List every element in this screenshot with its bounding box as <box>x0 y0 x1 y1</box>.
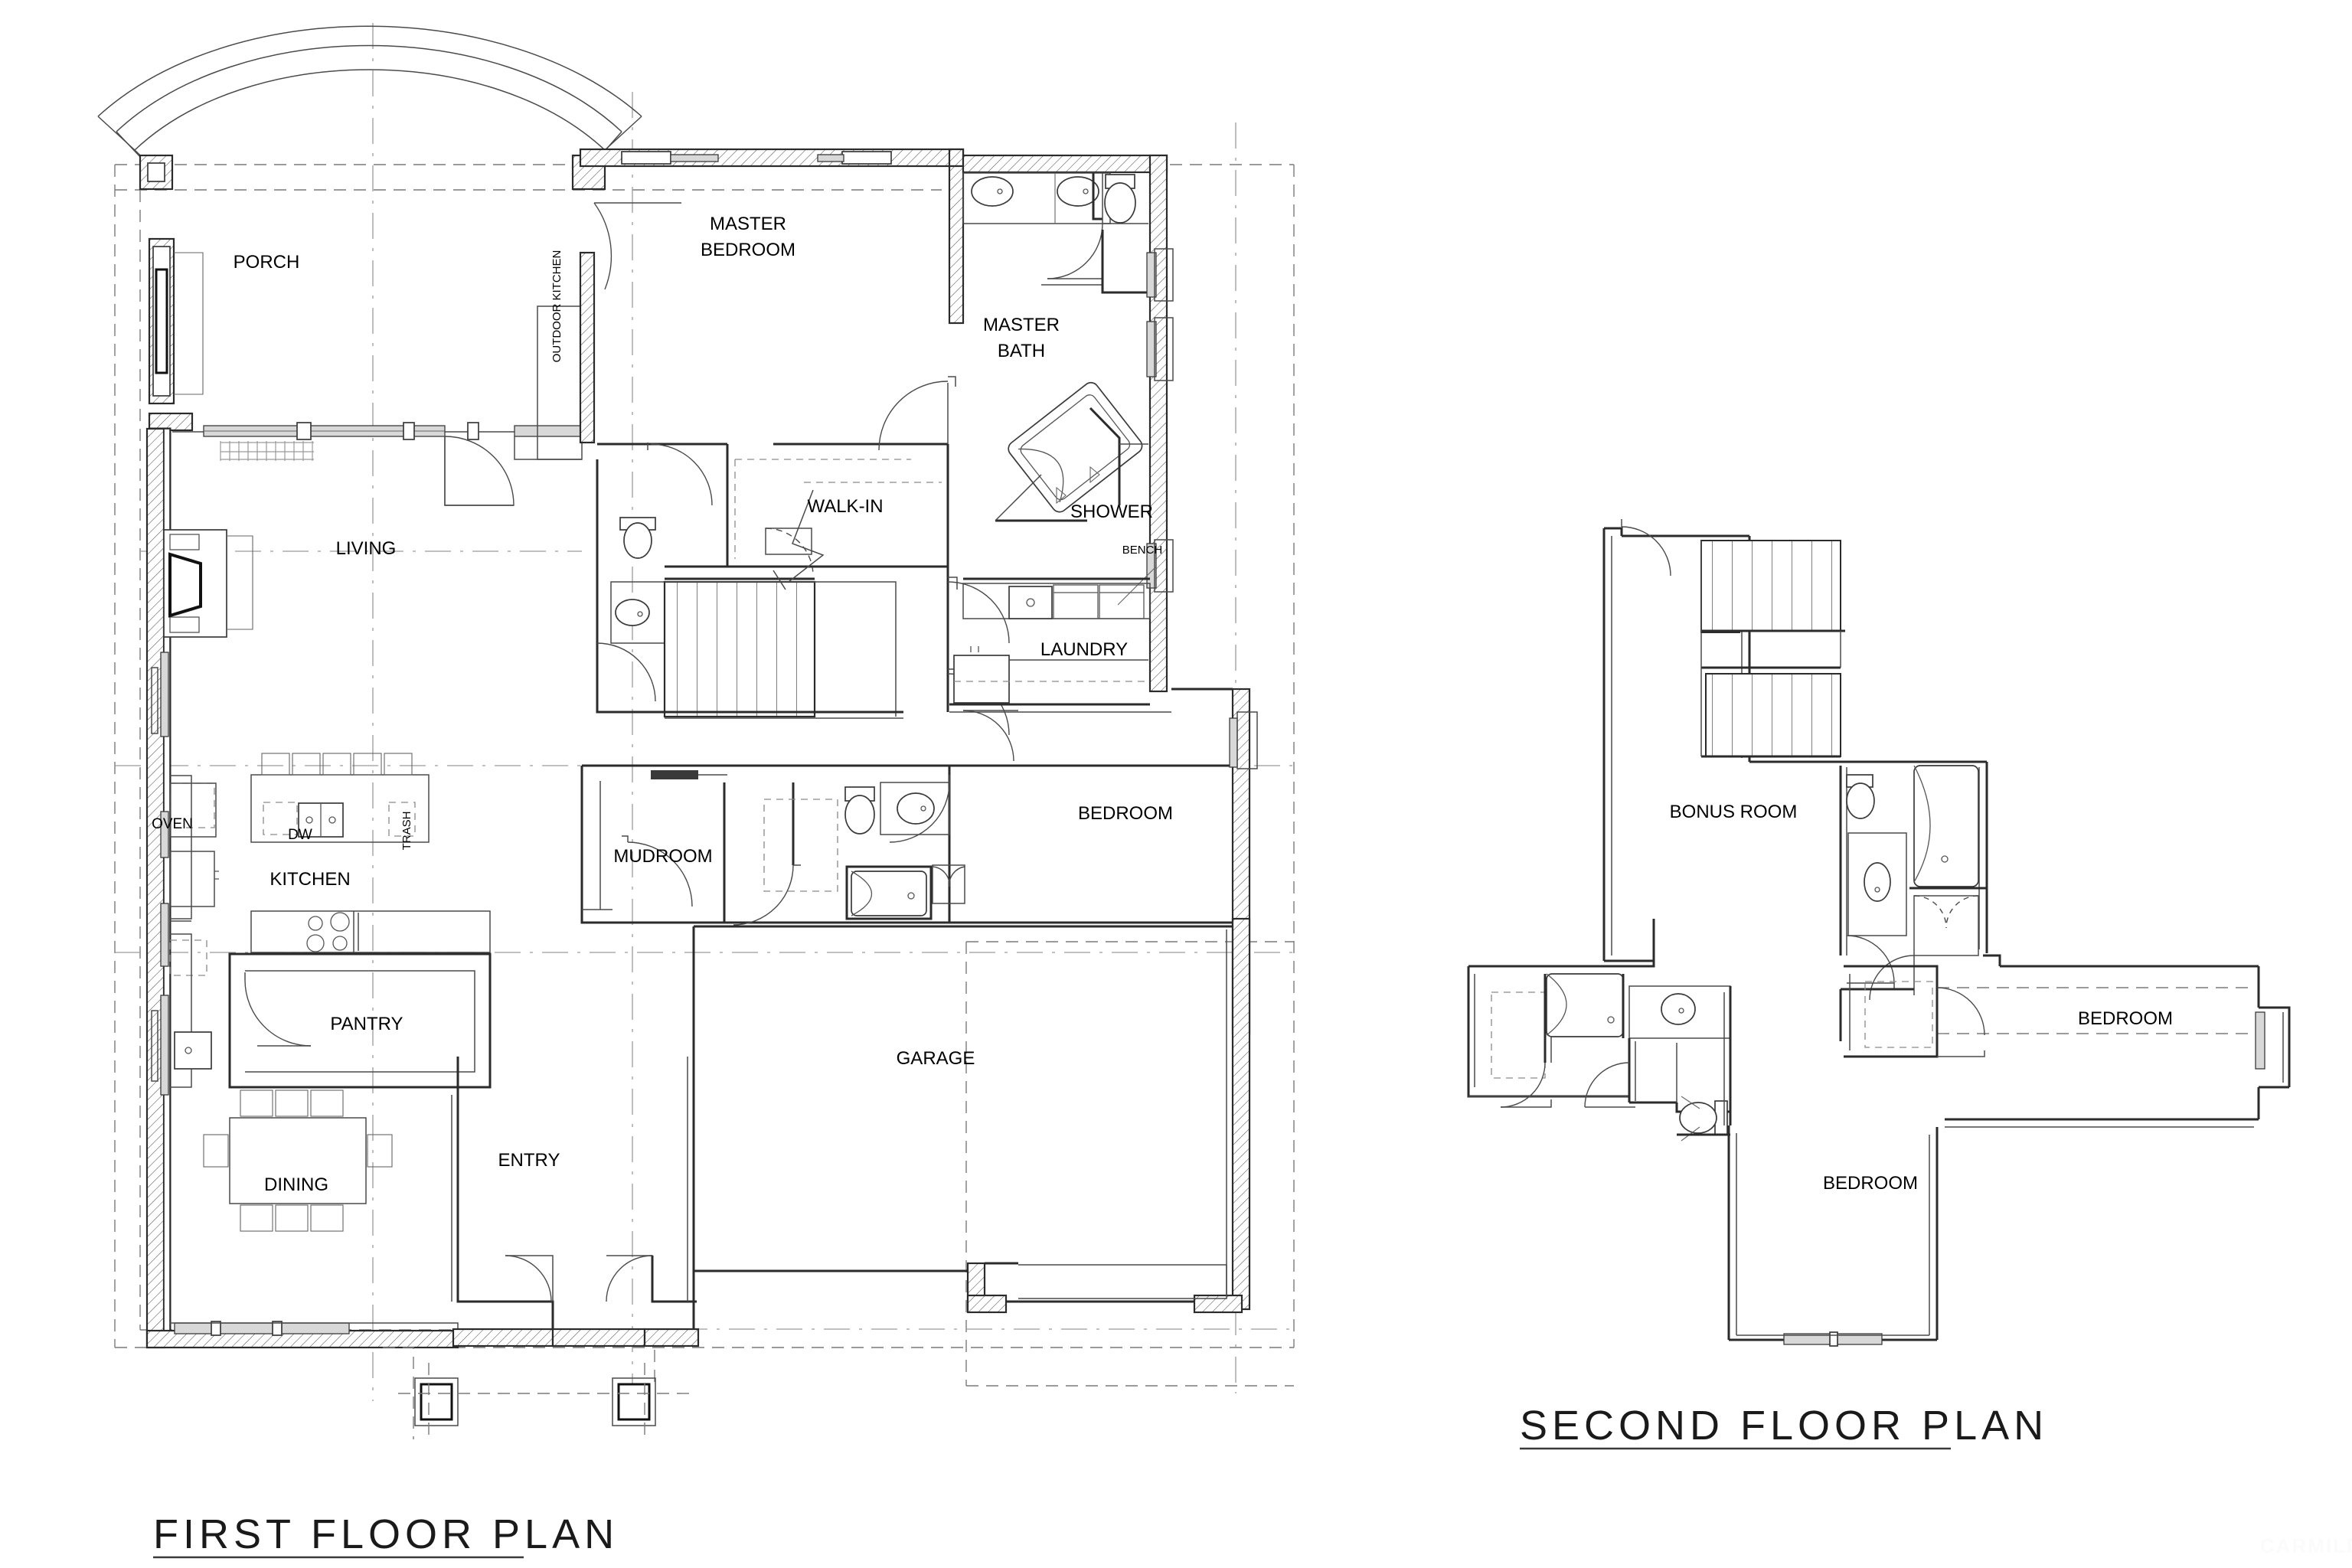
washer <box>953 655 1010 704</box>
room-label-dining: DINING <box>264 1174 328 1195</box>
room-label-bedroom-lower: BEDROOM <box>1823 1173 1918 1194</box>
room-label-oven: OVEN <box>152 816 193 832</box>
window <box>817 154 844 162</box>
stair-run-up <box>1700 540 1841 632</box>
master-bath-walls <box>962 154 1174 693</box>
entry-column <box>414 1377 459 1426</box>
room-label-bench: BENCH <box>1122 544 1163 557</box>
sink <box>1057 176 1099 207</box>
laundry-sink <box>1008 586 1053 619</box>
fireplace <box>163 529 253 638</box>
second-floor-bedroom-lower <box>1727 1125 1939 1347</box>
window <box>1146 321 1157 377</box>
sink <box>1864 862 1891 902</box>
room-label-kitchen: KITCHEN <box>270 869 350 890</box>
second-floor-room-labels: BONUS ROOM BEDROOM BEDROOM <box>1670 802 2173 1194</box>
watermark: CARMILE, INC <box>2260 1534 2352 1557</box>
bathtub <box>1913 765 1979 887</box>
walk-in-and-stair <box>596 444 1010 736</box>
window <box>160 652 169 737</box>
toilet <box>1846 782 1875 819</box>
sink <box>615 599 650 626</box>
sink <box>897 792 935 825</box>
sink <box>1661 993 1696 1025</box>
room-label-dishwasher: DW <box>288 827 312 843</box>
stair-run <box>663 580 816 718</box>
room-label-entry: ENTRY <box>498 1150 560 1171</box>
toilet <box>1104 182 1136 224</box>
room-label-master-bedroom-2: BEDROOM <box>701 240 795 260</box>
garage <box>692 917 1251 1314</box>
second-floor-title-group: SECOND FLOOR PLAN <box>1520 1403 2048 1450</box>
room-label-living: LIVING <box>336 538 397 559</box>
bathtub <box>851 871 927 916</box>
room-label-bedroom: BEDROOM <box>1078 803 1173 824</box>
first-floor-room-labels: PORCH OUTDOOR KITCHEN MASTER BEDROOM MAS… <box>152 214 1173 1195</box>
window <box>670 154 719 162</box>
porch-structure <box>139 154 606 1348</box>
room-label-pantry: PANTRY <box>330 1014 403 1034</box>
entry-column <box>612 1377 656 1426</box>
dining-table <box>229 1117 367 1204</box>
second-floor-plan: BONUS ROOM BEDROOM BEDROOM SECOND FLOOR … <box>1467 519 2291 1450</box>
room-label-trash: TRASH <box>400 812 413 851</box>
left-exterior-walls <box>145 427 253 1349</box>
window <box>160 995 169 1096</box>
soaking-tub <box>1008 381 1143 513</box>
master-bedroom-walls <box>579 148 965 506</box>
window <box>160 811 169 858</box>
window <box>1146 543 1157 589</box>
room-label-bedroom-right: BEDROOM <box>2078 1008 2173 1029</box>
sink <box>971 176 1014 207</box>
first-floor-title: FIRST FLOOR PLAN <box>153 1511 619 1557</box>
toilet <box>844 795 875 835</box>
window <box>1146 252 1157 298</box>
first-floor-title-group: FIRST FLOOR PLAN <box>153 1511 619 1559</box>
room-label-mudroom: MUDROOM <box>613 846 712 867</box>
room-label-master-bath: MASTER <box>983 315 1060 335</box>
room-label-walk-in: WALK-IN <box>807 496 883 517</box>
room-label-bonus-room: BONUS ROOM <box>1670 802 1798 822</box>
room-label-porch: PORCH <box>234 252 300 273</box>
bar-stools <box>261 753 413 776</box>
mudroom-hall-bath <box>580 764 965 926</box>
room-label-master-bedroom: MASTER <box>710 214 786 234</box>
stair-run-down <box>1705 673 1841 757</box>
room-label-garage: GARAGE <box>897 1048 975 1069</box>
toilet <box>1679 1102 1717 1134</box>
window <box>2255 1011 2265 1070</box>
bathtub <box>1546 973 1624 1037</box>
second-floor-title: SECOND FLOOR PLAN <box>1520 1403 2048 1449</box>
entry <box>383 1057 700 1439</box>
bonus-room-walls <box>1602 519 1845 962</box>
second-floor-bedroom-right <box>1839 954 2291 1128</box>
second-floor-hall-bath <box>1467 919 1732 1142</box>
room-label-master-bath-2: BATH <box>998 341 1045 361</box>
first-floor-plan: PORCH OUTDOOR KITCHEN MASTER BEDROOM MAS… <box>97 23 1295 1559</box>
room-label-shower: SHOWER <box>1070 501 1153 522</box>
window <box>174 1322 350 1334</box>
room-label-laundry: LAUNDRY <box>1040 639 1128 660</box>
window <box>1229 717 1238 768</box>
window <box>160 903 169 967</box>
dining-chairs <box>203 1089 393 1232</box>
cooktop <box>306 912 350 952</box>
toilet <box>623 522 652 559</box>
kitchen <box>169 753 492 1089</box>
room-label-outdoor-kitchen: OUTDOOR KITCHEN <box>550 250 564 363</box>
